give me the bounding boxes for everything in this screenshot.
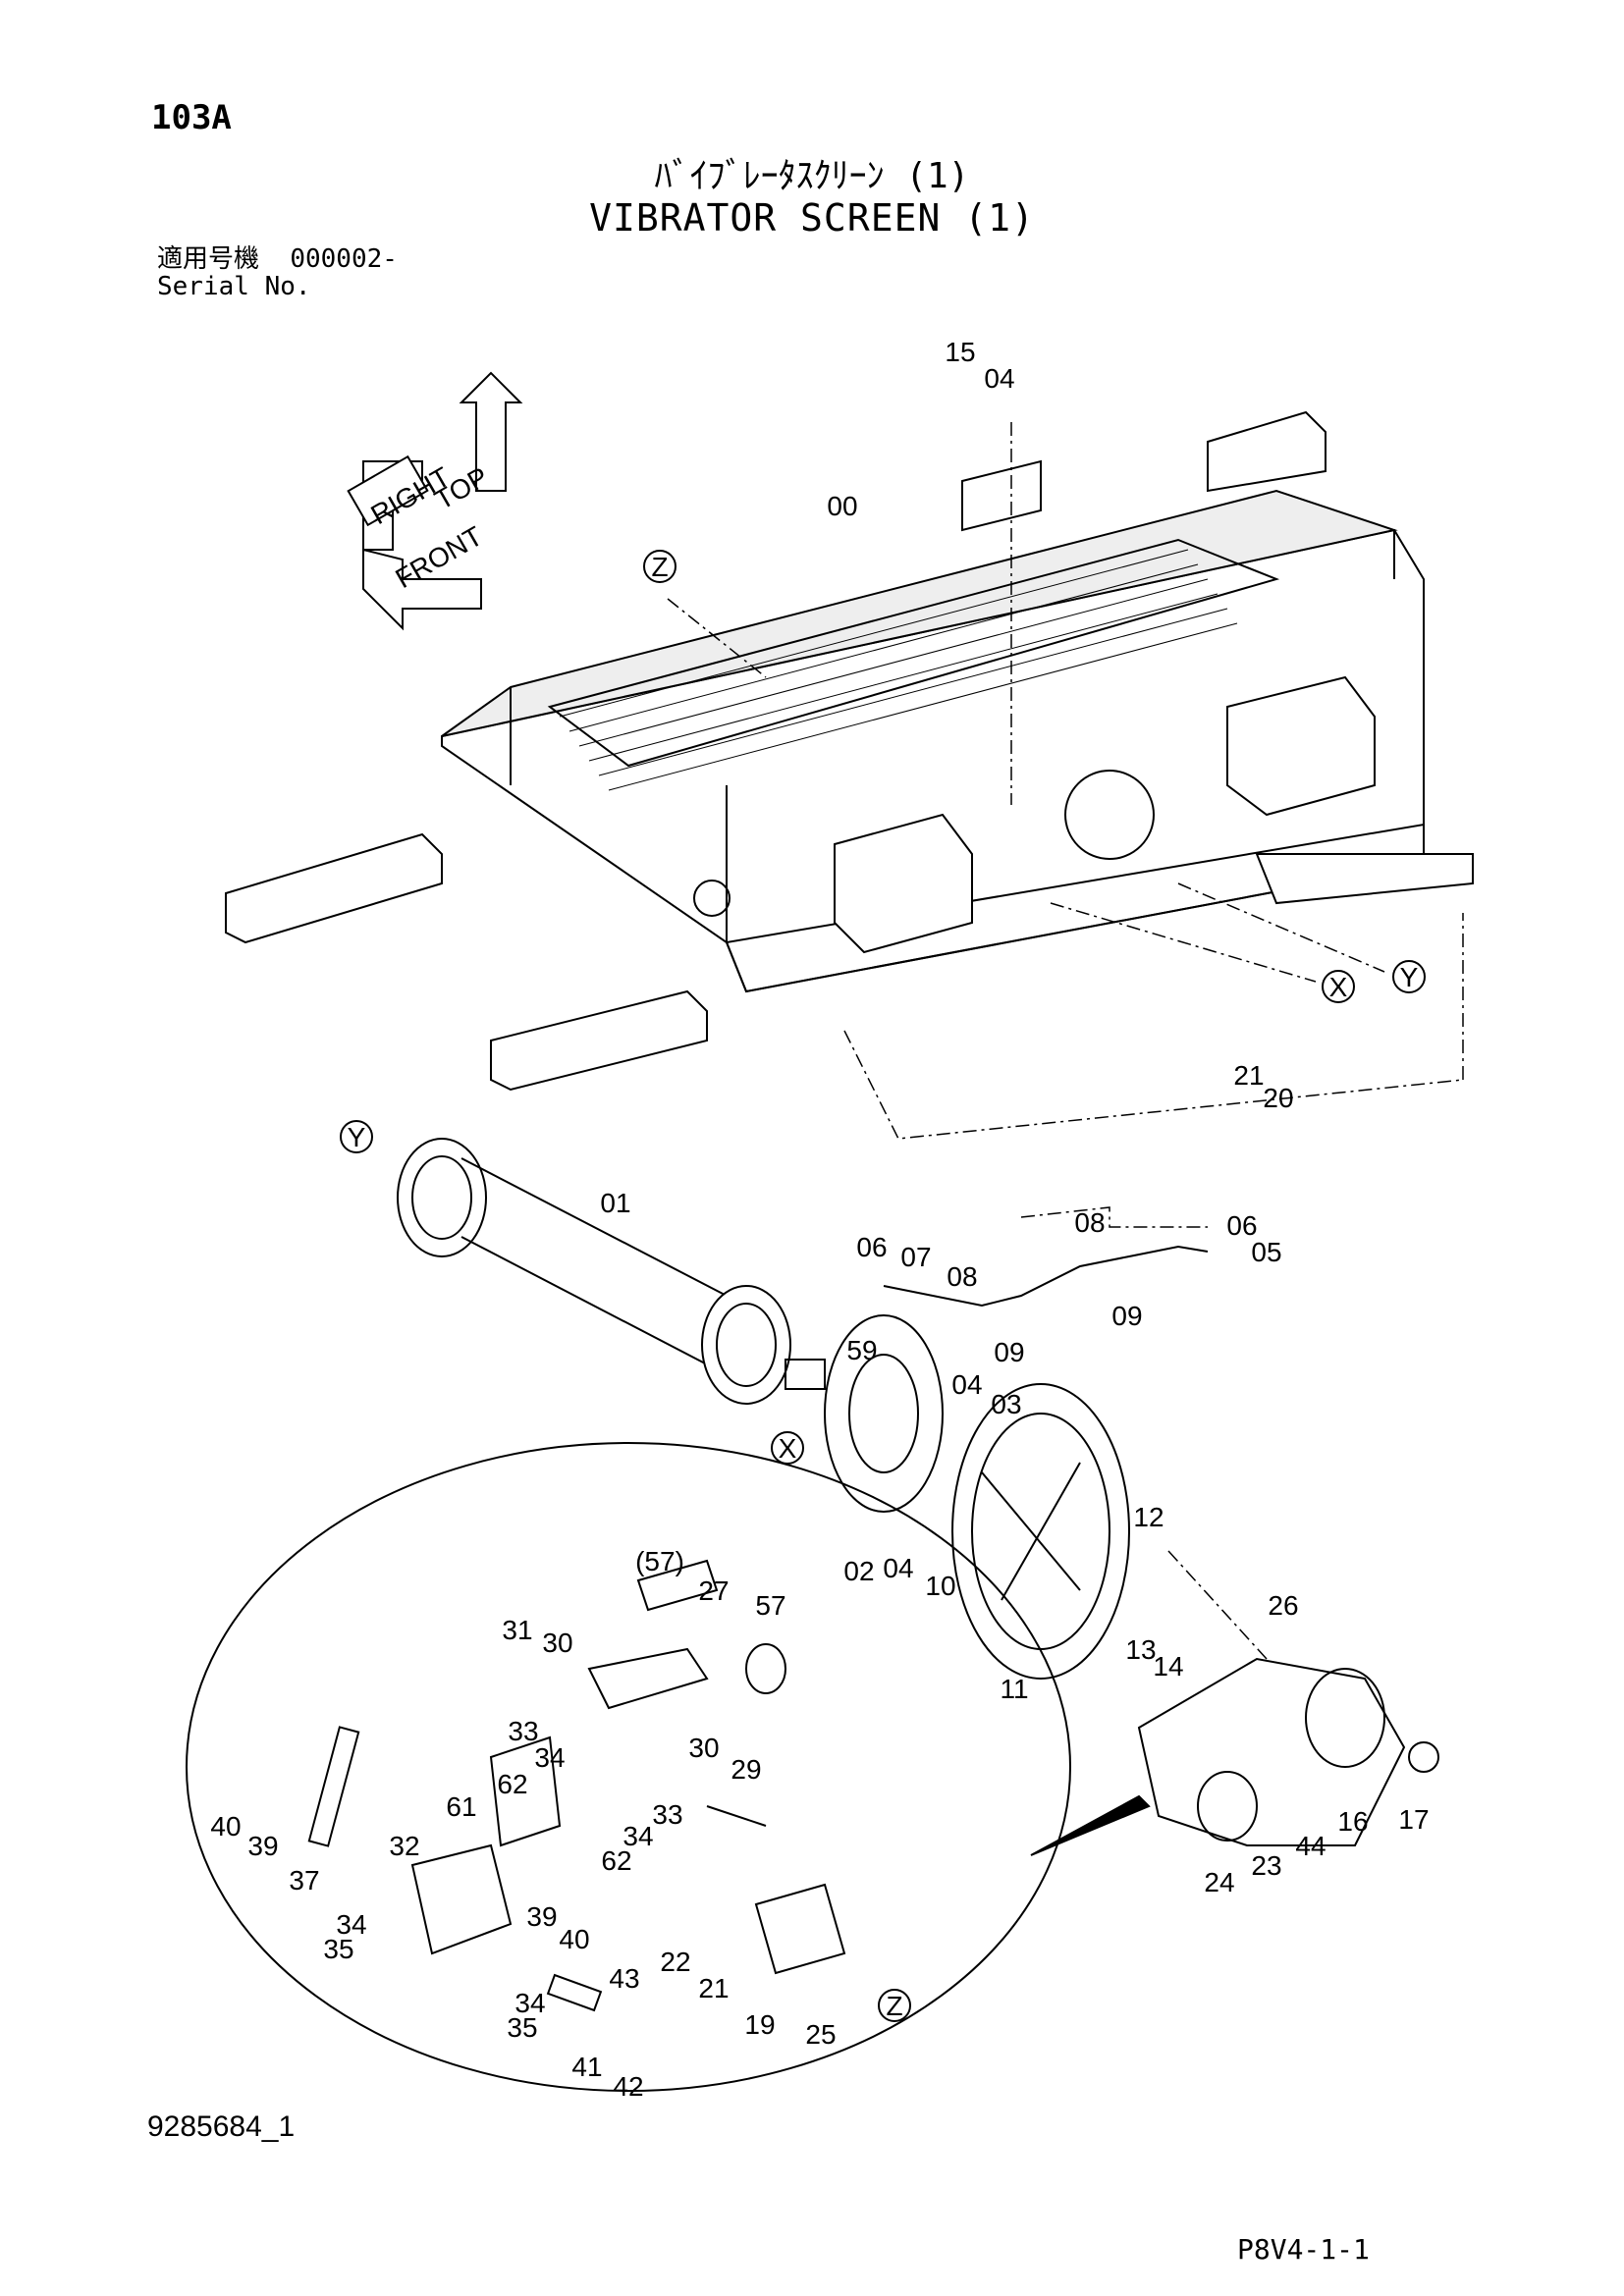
part-label: 04	[951, 1369, 982, 1400]
detail-parts	[307, 1559, 846, 2012]
part-label: 30	[688, 1733, 719, 1763]
callout-z-detail-label: Z	[886, 1991, 902, 2021]
part-label: 62	[497, 1769, 527, 1799]
part-label: 33	[508, 1716, 538, 1746]
part-label: 01	[600, 1188, 630, 1218]
part-label: 61	[446, 1791, 476, 1822]
part-label: 11	[1000, 1674, 1028, 1704]
part-label: 21	[1233, 1060, 1264, 1091]
part-label: 06	[856, 1232, 887, 1262]
part-label: 19	[744, 2009, 775, 2040]
part-label: 59	[846, 1335, 877, 1365]
part-label: 12	[1133, 1502, 1164, 1532]
part-label: 24	[1204, 1867, 1234, 1897]
part-label: 29	[731, 1754, 761, 1785]
part-label: 17	[1398, 1804, 1429, 1835]
part-label: 06	[1226, 1210, 1257, 1241]
part-label: 43	[609, 1963, 639, 1994]
part-label: 23	[1251, 1850, 1281, 1881]
part-label: 08	[1074, 1207, 1105, 1238]
leader-lines	[667, 422, 1464, 1660]
belt-drive-assembly	[1137, 1657, 1439, 1846]
part-label: 00	[827, 491, 857, 521]
part-label: 33	[652, 1799, 682, 1830]
title-english: VIBRATOR SCREEN (1)	[589, 196, 1035, 240]
part-label: 03	[991, 1389, 1021, 1419]
part-label: 39	[247, 1831, 278, 1861]
part-label: 05	[1251, 1237, 1281, 1267]
part-label: 09	[1111, 1301, 1142, 1331]
part-label: 22	[660, 1947, 690, 1977]
ring-plate	[824, 1314, 944, 1513]
part-label: 04	[883, 1553, 913, 1583]
serial-label-en: Serial No.	[157, 272, 311, 301]
screen-bars	[559, 549, 1238, 791]
part-label: 62	[601, 1845, 631, 1876]
callout-x-plate-label: X	[779, 1433, 797, 1464]
part-label: 27	[698, 1575, 729, 1606]
part-label: 21	[698, 1973, 729, 2003]
part-label: 41	[571, 2052, 602, 2082]
callout-y-top-label: Y	[1400, 962, 1419, 992]
part-label: 35	[323, 1934, 353, 1964]
drawing-number: 9285684_1	[147, 2110, 296, 2143]
part-label: 34	[514, 1988, 545, 2018]
part-label: 13	[1125, 1634, 1156, 1665]
callout-z-detail: Z	[878, 1989, 911, 2022]
detail-view-ellipse	[186, 1442, 1151, 2092]
part-label: 30	[542, 1628, 572, 1658]
page-number: 103A	[151, 98, 232, 137]
part-label: 44	[1295, 1831, 1326, 1861]
part-label: 42	[613, 2071, 643, 2102]
part-label: 34	[623, 1821, 653, 1851]
sheet-code: P8V4-1-1	[1237, 2233, 1370, 2266]
vibrator-screen-frame	[441, 410, 1425, 993]
flywheel	[951, 1383, 1130, 1680]
part-label: 57	[755, 1590, 785, 1621]
part-label: (57)	[635, 1546, 684, 1576]
part-label: 34	[534, 1742, 565, 1773]
part-label: 37	[289, 1865, 319, 1896]
base-rails	[225, 832, 1474, 1092]
orientation-arrows-icon: TOP RIGHT FRONT	[347, 371, 523, 631]
callout-x-top: X	[1322, 970, 1355, 1003]
sensor-cable	[883, 1245, 1209, 1308]
part-label: 16	[1337, 1806, 1368, 1837]
serial-value: 000002-	[290, 244, 398, 274]
part-label: 20	[1263, 1083, 1293, 1113]
part-label: 02	[843, 1556, 874, 1586]
part-label: 10	[925, 1571, 955, 1601]
callout-x-plate: X	[771, 1431, 804, 1465]
part-label: 14	[1153, 1651, 1183, 1682]
part-label: 15	[945, 337, 975, 367]
vibrator-shaft	[397, 1138, 826, 1405]
part-label: 34	[336, 1909, 366, 1940]
part-label: 40	[559, 1924, 589, 1954]
callout-z-top-label: Z	[651, 552, 668, 582]
part-label: 25	[805, 2019, 836, 2050]
title-japanese: ﾊﾞｲﾌﾞﾚｰﾀｽｸﾘｰﾝ (1)	[654, 156, 970, 196]
part-label: 04	[984, 363, 1014, 394]
callout-x-top-label: X	[1329, 972, 1348, 1002]
part-label: 40	[210, 1811, 241, 1842]
part-label: 35	[507, 2012, 537, 2043]
callout-y-top: Y	[1392, 960, 1426, 993]
serial-label-jp: 適用号機	[157, 244, 260, 274]
serial-block: 適用号機 000002- Serial No.	[157, 245, 398, 300]
part-label: 31	[502, 1615, 532, 1645]
part-label: 32	[389, 1831, 419, 1861]
part-label: 07	[900, 1242, 931, 1272]
callout-y-shaft: Y	[340, 1120, 373, 1153]
part-label: 09	[994, 1337, 1024, 1367]
callout-y-shaft-label: Y	[348, 1122, 366, 1152]
part-label: 08	[947, 1261, 977, 1292]
part-label: 26	[1268, 1590, 1298, 1621]
part-label: 39	[526, 1901, 557, 1932]
callout-z-top: Z	[643, 550, 677, 583]
